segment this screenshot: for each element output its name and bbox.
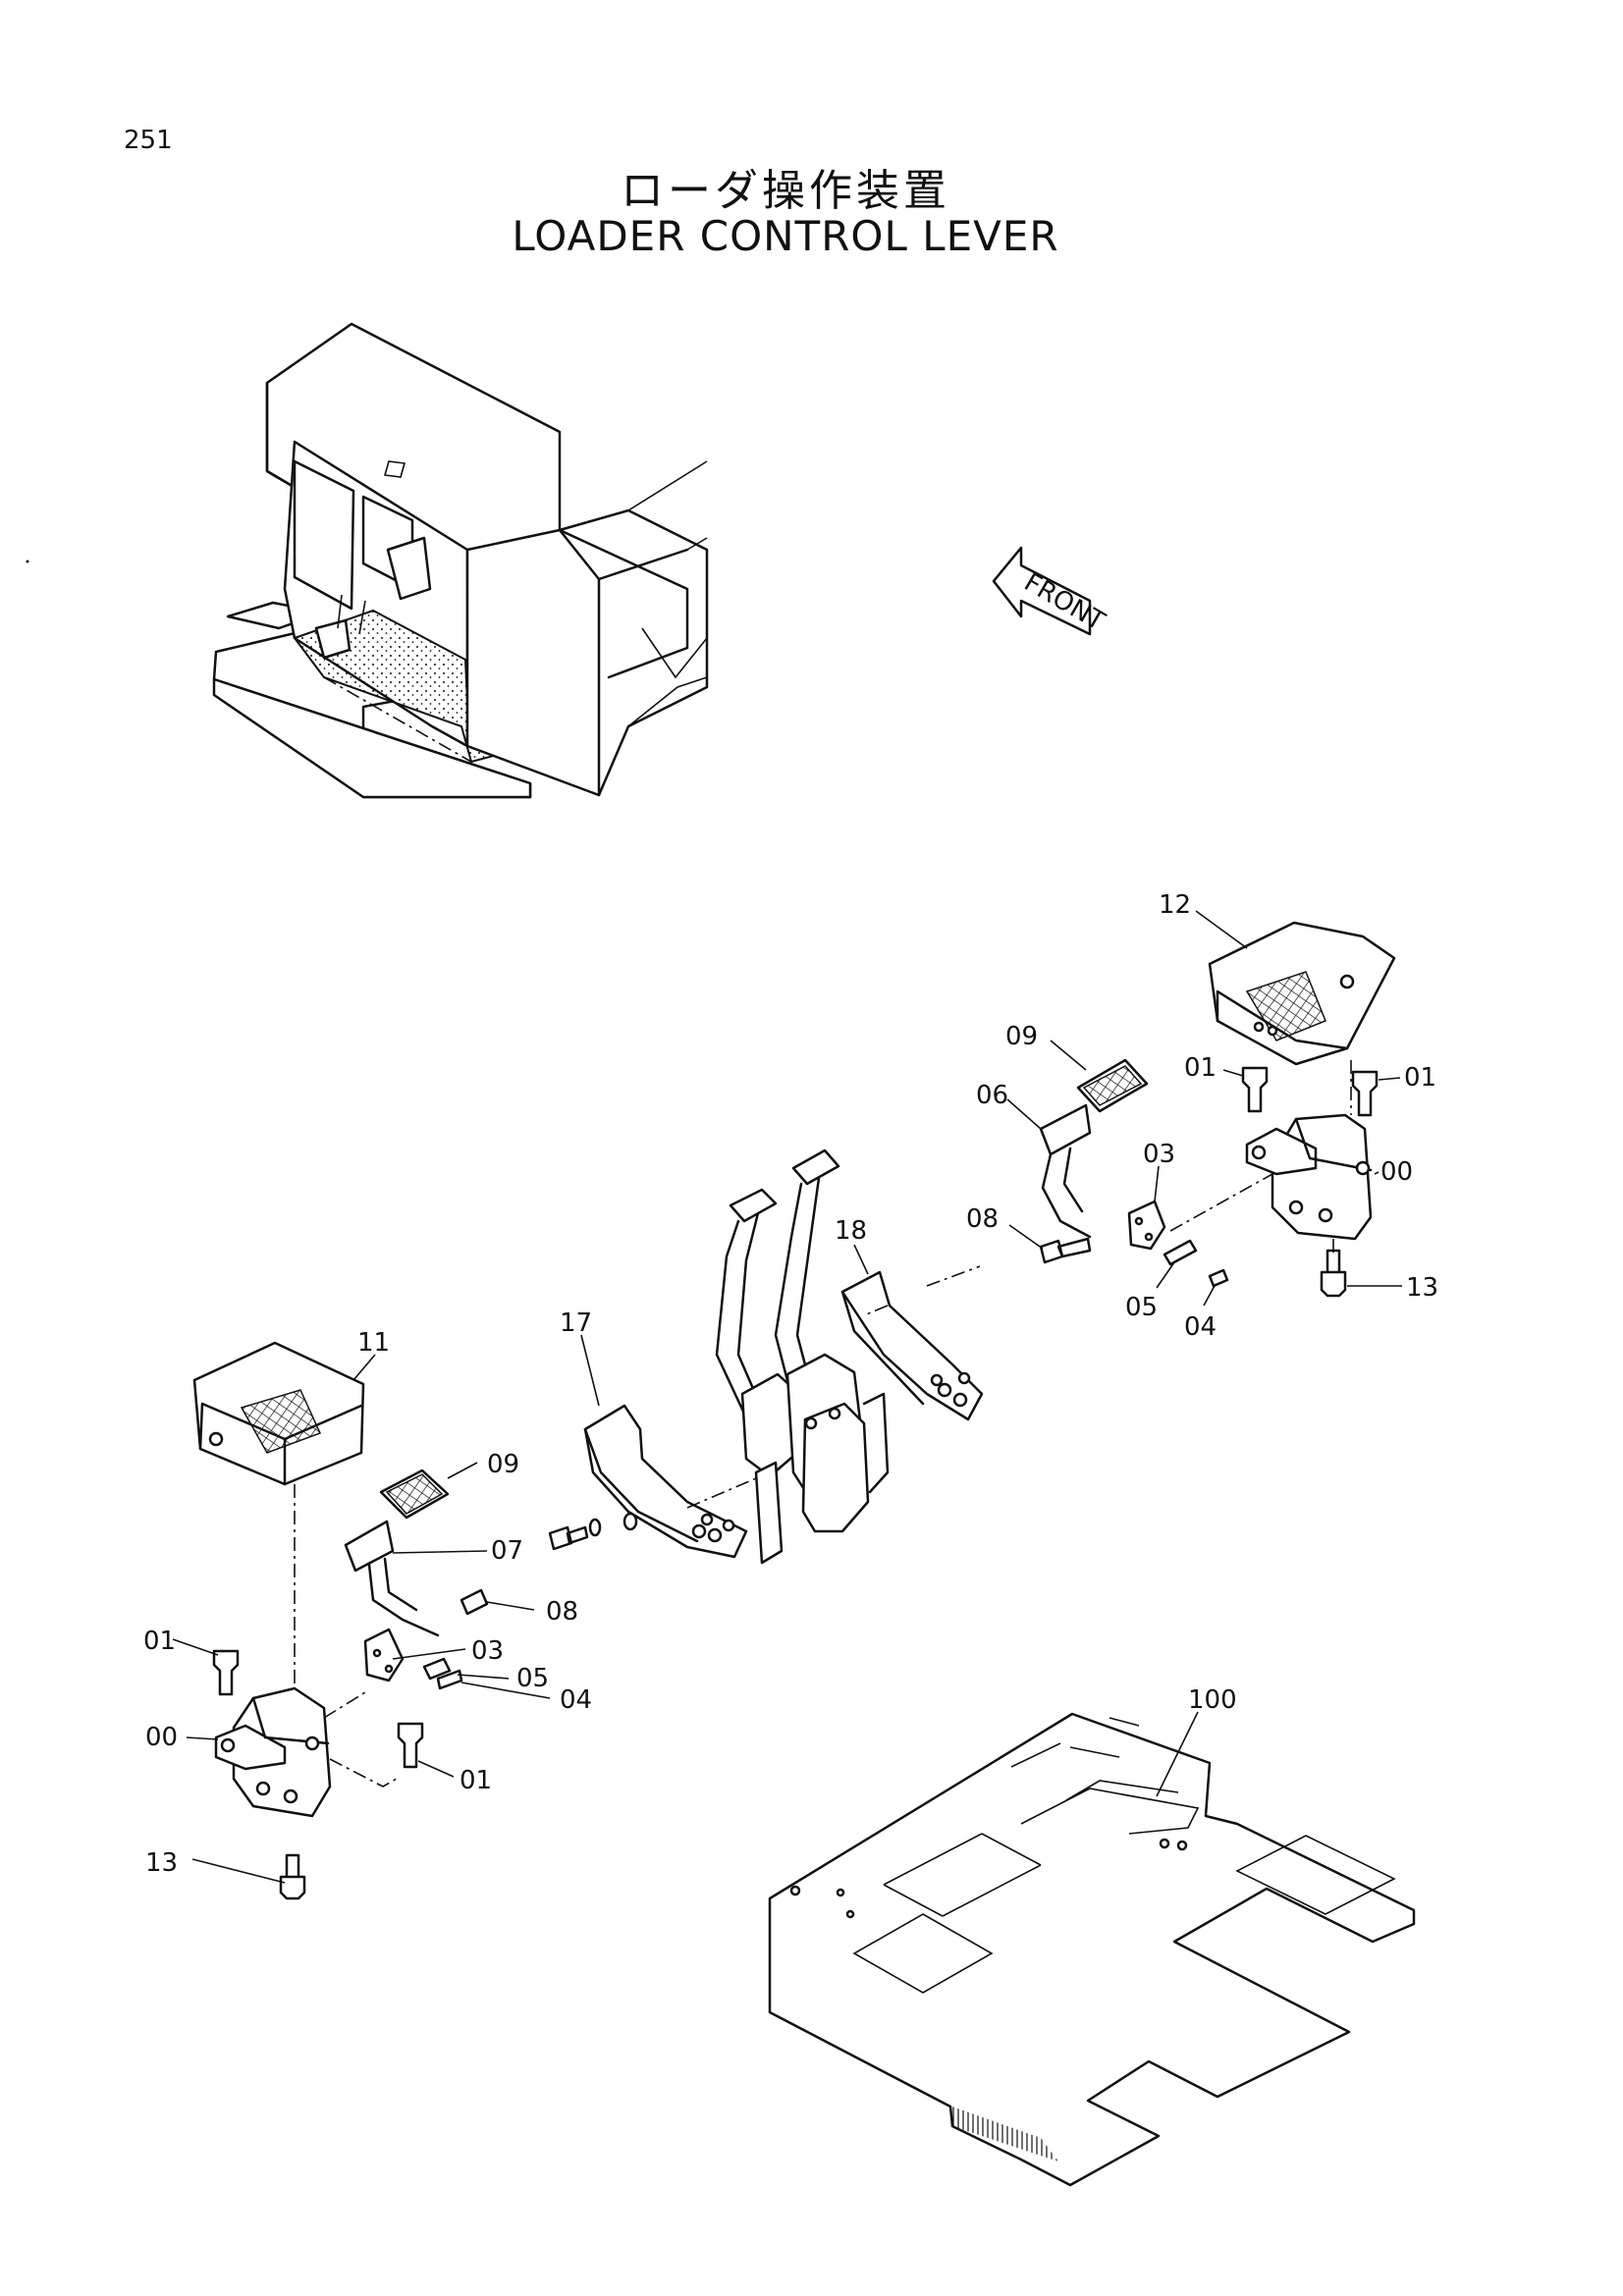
callout-09-left: 09: [487, 1450, 519, 1479]
right-valve-cover-12: [1208, 921, 1396, 1066]
callout-17: 17: [560, 1308, 592, 1338]
callout-12: 12: [1159, 890, 1191, 920]
callout-00-left: 00: [145, 1723, 178, 1752]
callout-labels: 12 09 01 01 06 03 00 08 18 13 05 04 11 1…: [143, 890, 1438, 1878]
callout-05-left: 05: [516, 1664, 549, 1693]
callout-01-right-b: 01: [1404, 1063, 1436, 1093]
front-direction-arrow: FRONT: [992, 546, 1109, 637]
callout-18: 18: [835, 1216, 867, 1246]
right-pedal-18: [840, 1270, 984, 1421]
callout-06: 06: [976, 1081, 1008, 1110]
callout-04-right: 04: [1184, 1312, 1217, 1342]
callout-01-right-a: 01: [1184, 1053, 1217, 1083]
left-bolts: [212, 1649, 424, 1900]
callout-01-left-b: 01: [460, 1766, 492, 1795]
callout-04-left: 04: [560, 1685, 592, 1715]
page-number: 251: [124, 126, 173, 155]
right-bolts: [1241, 1066, 1379, 1298]
page-title-japanese: ローダ操作装置: [621, 166, 950, 216]
left-pedal-17: [548, 1404, 748, 1559]
machine-cab-overview: [212, 322, 709, 799]
callout-08-left: 08: [546, 1597, 578, 1627]
callout-01-left-a: 01: [143, 1627, 176, 1656]
floor-mat-100: [768, 1712, 1416, 2187]
right-pilot-valve-00: [1245, 1113, 1373, 1241]
callout-03-right: 03: [1143, 1140, 1175, 1169]
callout-03-left: 03: [471, 1636, 504, 1666]
callout-100: 100: [1188, 1685, 1237, 1715]
right-pedal-parts: [1039, 1058, 1229, 1288]
page-title-english: LOADER CONTROL LEVER: [512, 212, 1059, 260]
center-lever-assembly: [715, 1148, 890, 1565]
callout-09-right: 09: [1005, 1022, 1038, 1051]
leader-lines: [172, 910, 1402, 1884]
callout-11: 11: [357, 1328, 390, 1358]
callout-07: 07: [491, 1536, 523, 1566]
left-pilot-valve-00: [214, 1686, 332, 1818]
callout-13-left: 13: [145, 1848, 178, 1878]
callout-08-right: 08: [966, 1204, 999, 1234]
left-pedal-parts: [344, 1468, 489, 1690]
assembly-lines: [294, 1060, 1352, 1788]
callout-00-right: 00: [1380, 1157, 1413, 1187]
callout-05-right: 05: [1125, 1293, 1158, 1322]
stray-mark: [26, 560, 29, 563]
callout-13-right: 13: [1406, 1273, 1438, 1303]
left-valve-cover-11: [192, 1341, 365, 1486]
